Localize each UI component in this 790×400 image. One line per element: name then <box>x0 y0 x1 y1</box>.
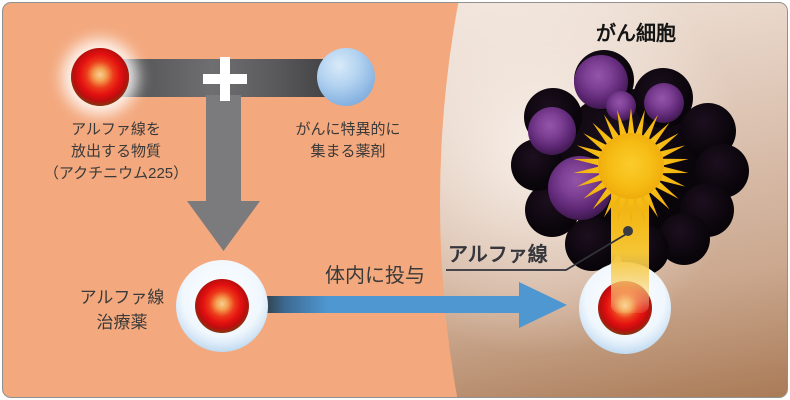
plus-icon <box>203 74 247 84</box>
administration-label: 体内に投与 <box>325 265 425 287</box>
alpha-ray-label: アルファ線 <box>448 244 548 266</box>
therapeutic-drug-label: アルファ線 治療薬 <box>79 288 165 332</box>
right-arrow-shaft <box>259 296 521 313</box>
down-arrow-shaft <box>206 95 241 203</box>
actinium-sphere <box>71 48 129 106</box>
targeting-drug-sphere <box>317 48 375 106</box>
therapeutic-drug-core <box>195 279 249 333</box>
starburst-icon <box>573 108 689 224</box>
cancer-cell-label: がん細胞 <box>596 23 676 45</box>
callout-line <box>446 232 629 271</box>
targeting-drug-label: がんに特異的に 集まる薬剤 <box>295 121 401 160</box>
therapeutic-drug-sphere <box>176 260 268 352</box>
actinium-source-label: アルファ線を 放出する物質 （アクチニウム225） <box>43 121 189 182</box>
callout-dot <box>623 226 633 236</box>
cancer-nucleus <box>528 107 576 155</box>
cancer-nucleus <box>644 83 684 123</box>
